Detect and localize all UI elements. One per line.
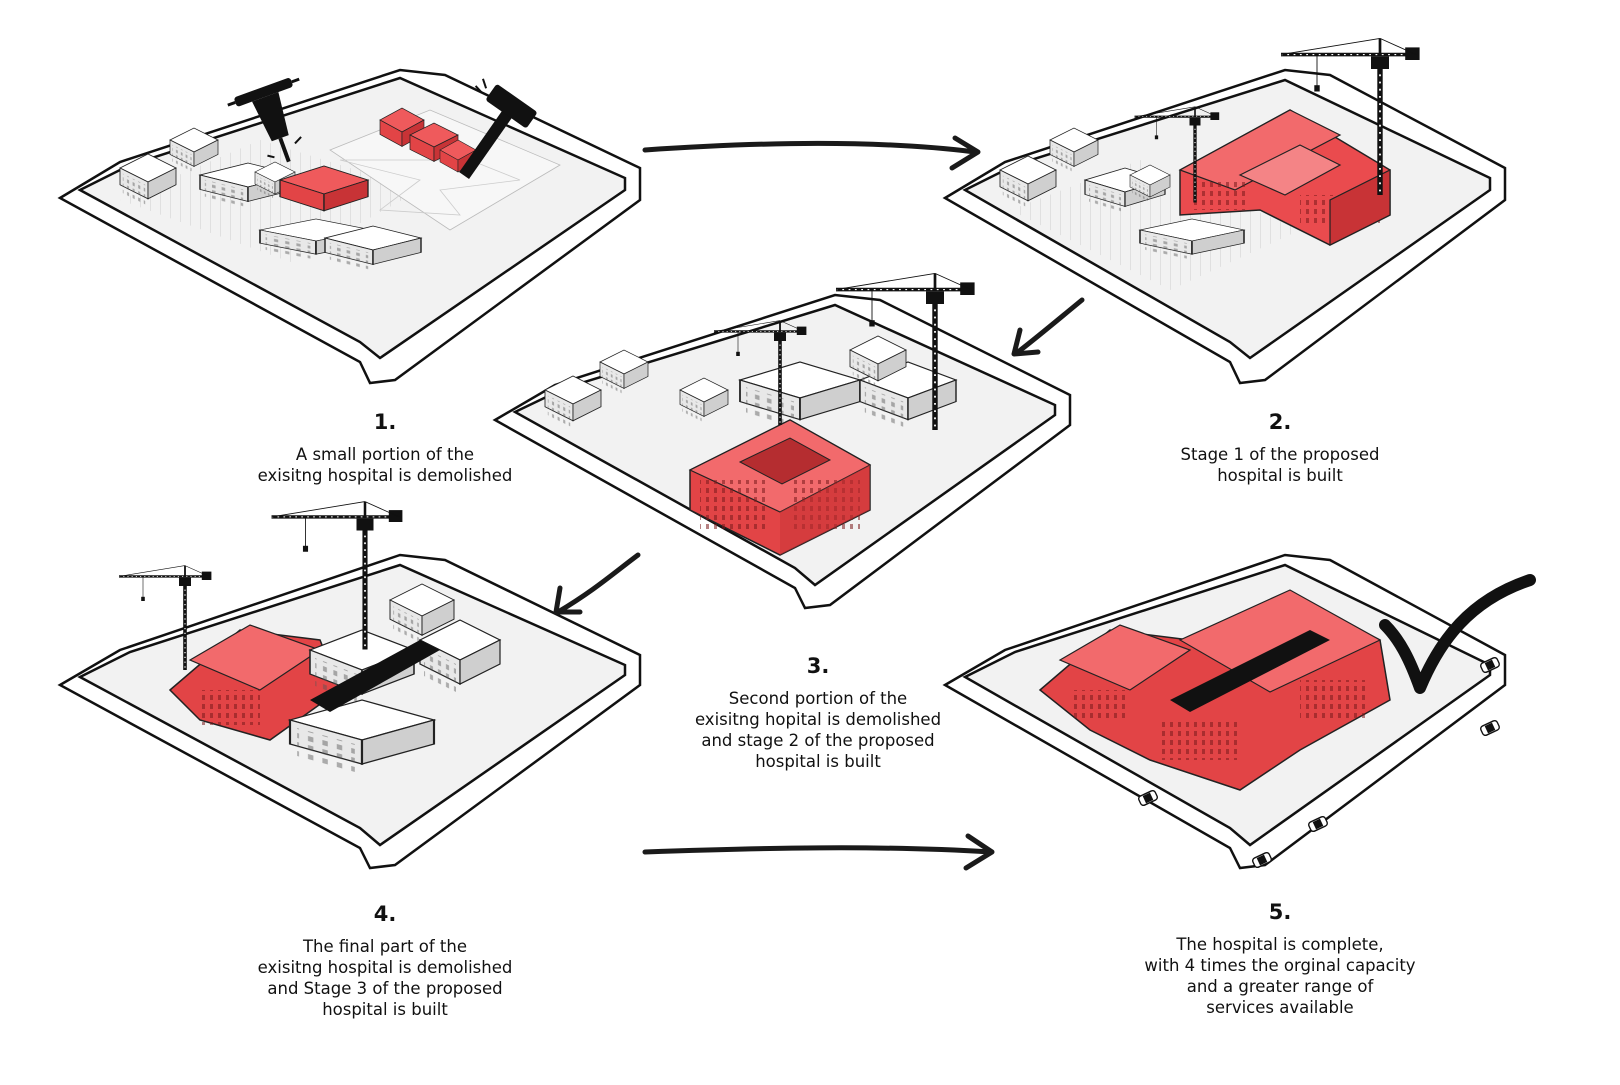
step-number: 5.	[1268, 900, 1292, 924]
step-description: Second portion of the exisitng hopital i…	[694, 689, 942, 771]
step-description: The hospital is complete, with 4 times t…	[1144, 935, 1416, 1017]
step-description: A small portion of the exisitng hospital…	[257, 445, 513, 485]
step-4-caption: 4. The final part of the exisitng hospit…	[205, 902, 565, 1020]
step-number: 3.	[806, 654, 830, 678]
completed-hospital	[1038, 589, 1391, 791]
arrow-2-to-3	[1011, 297, 1085, 357]
new-hospital-stage-2	[688, 419, 872, 556]
jackhammer-icon	[227, 77, 302, 163]
hammer-icon	[459, 78, 537, 179]
car-icon	[1479, 718, 1501, 738]
site-plan-stage-1	[57, 68, 642, 385]
step-number: 4.	[373, 902, 397, 926]
step-2-caption: 2. Stage 1 of the proposed hospital is b…	[1100, 410, 1460, 486]
step-number: 2.	[1268, 410, 1292, 434]
step-5-caption: 5. The hospital is complete, with 4 time…	[1100, 900, 1460, 1018]
step-number: 1.	[373, 410, 397, 434]
site-plan-stage-4	[57, 502, 642, 870]
step-description: The final part of the exisitng hospital …	[257, 937, 513, 1019]
site-plan-stage-2	[942, 38, 1507, 385]
arrow-3-to-4	[553, 552, 641, 615]
arrow-4-to-5	[642, 833, 995, 871]
arrow-1-to-2	[642, 135, 981, 171]
checkmark-icon	[1379, 574, 1536, 694]
new-hospital-stage-3	[168, 624, 341, 741]
new-hospital-stage-1	[1178, 109, 1391, 246]
step-description: Stage 1 of the proposed hospital is buil…	[1180, 445, 1380, 485]
site-plan-complete	[942, 553, 1536, 870]
step-1-caption: 1. A small portion of the exisitng hospi…	[205, 410, 565, 486]
step-3-caption: 3. Second portion of the exisitng hopita…	[638, 654, 998, 772]
site-plan-stage-3	[492, 273, 1072, 610]
